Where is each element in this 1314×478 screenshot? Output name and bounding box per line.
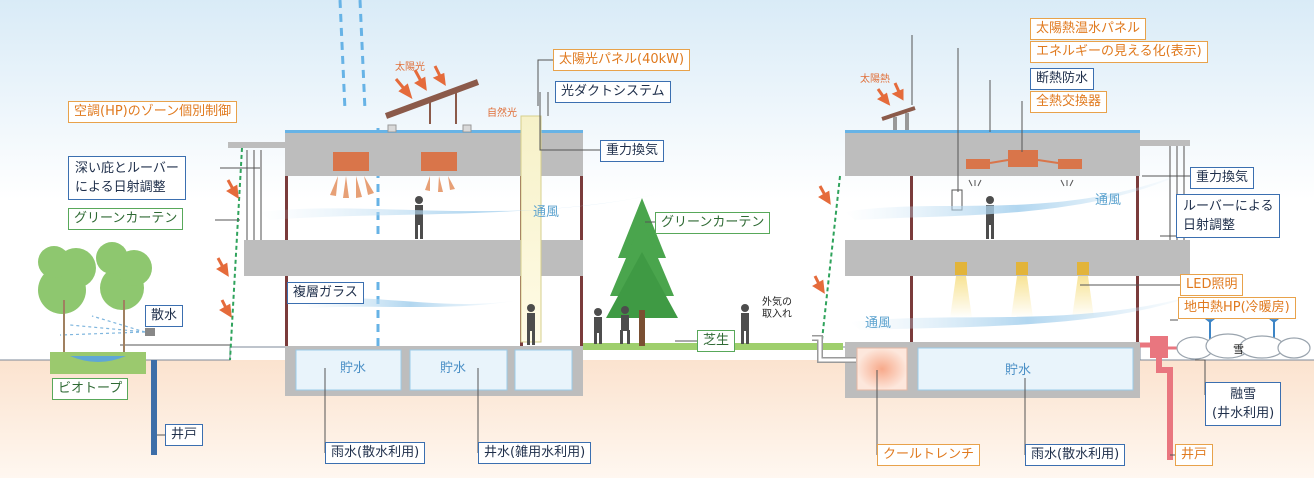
green-curtain-left-label: グリーンカーテン <box>68 208 184 230</box>
right-building <box>812 106 1275 460</box>
zone-control-label: 空調(HP)のゾーン個別制御 <box>68 101 238 123</box>
louver-right-line-1: ルーバーによる <box>1183 199 1274 214</box>
snow-melt-line-1: 融雪 <box>1230 387 1257 402</box>
rain-right-label: 雨水(散水利用) <box>1025 444 1126 466</box>
solar-panel-label: 太陽光パネル(40kW) <box>553 49 691 71</box>
well-left-label: 井戸 <box>165 424 204 446</box>
sprinkle-label: 散水 <box>145 305 184 327</box>
sun-arrows <box>216 65 904 318</box>
ventilation-text-1: 通風 <box>533 205 560 220</box>
storage-text-1: 貯水 <box>340 361 367 376</box>
storage-text-2: 貯水 <box>440 361 467 376</box>
wellwater-label: 井水(雑用水利用) <box>478 442 592 464</box>
biotope-label: ビオトープ <box>52 378 129 400</box>
louver-right-line-2: 日射調整 <box>1183 218 1236 233</box>
snow-melt-line-2: (井水利用) <box>1212 406 1275 421</box>
deep-eaves-line-1: 深い庇とルーバー <box>75 161 179 176</box>
deep-eaves-line-2: による日射調整 <box>75 180 166 195</box>
heat-exchanger-label: 全熱交換器 <box>1030 91 1108 113</box>
sprinkle-spray <box>59 315 146 336</box>
left-well-pipe <box>151 360 157 455</box>
louver-right-label: ルーバーによる 日射調整 <box>1176 194 1281 238</box>
rain-left-label: 雨水(散水利用) <box>325 442 426 464</box>
well-right-label: 井戸 <box>1175 444 1214 466</box>
hvac-vents <box>968 179 1074 187</box>
sprinkler-head <box>145 328 155 336</box>
center-tree <box>606 198 678 346</box>
geothermal-hp-label: 地中熱HP(冷暖房) <box>1178 297 1296 319</box>
solar-thermal-panel-label: 太陽熱温水パネル <box>1030 18 1147 40</box>
biotope-pond <box>50 352 146 374</box>
natural-light-annotation: 自然光 <box>487 108 517 119</box>
solar-heat-annotation: 太陽熱 <box>860 74 890 85</box>
green-curtain-center-label: グリーンカーテン <box>655 212 771 234</box>
snow-text: 雪 <box>1233 343 1244 356</box>
insulation-label: 断熱防水 <box>1030 68 1095 90</box>
multilayer-glass-label: 複層ガラス <box>287 282 364 304</box>
cool-trench-label: クールトレンチ <box>877 444 981 466</box>
snow <box>1176 333 1311 360</box>
lawn-label: 芝生 <box>697 330 736 352</box>
outside-air-annotation: 外気の 取入れ <box>762 297 792 321</box>
solar-light-annotation: 太陽光 <box>395 62 425 73</box>
outside-air-line-2: 取入れ <box>762 309 792 320</box>
outside-air-line-1: 外気の <box>762 297 792 308</box>
led-label: LED照明 <box>1180 274 1244 296</box>
deep-eaves-label: 深い庇とルーバー による日射調整 <box>68 156 186 200</box>
leader-lines <box>157 35 1206 456</box>
snow-melt-label: 融雪 (井水利用) <box>1205 382 1282 426</box>
light-duct-label: 光ダクトシステム <box>555 81 671 103</box>
ventilation-text-3: 通風 <box>865 316 892 331</box>
people <box>415 196 994 345</box>
energy-visualization-label: エネルギーの見える化(表示) <box>1030 41 1208 63</box>
ventilation-text-2: 通風 <box>1095 193 1122 208</box>
biotope-trees <box>38 242 152 352</box>
gravity-vent-left-label: 重力換気 <box>600 140 665 162</box>
gravity-vent-right-label: 重力換気 <box>1190 167 1255 189</box>
storage-text-3: 貯水 <box>1005 363 1032 378</box>
left-building <box>228 79 583 396</box>
